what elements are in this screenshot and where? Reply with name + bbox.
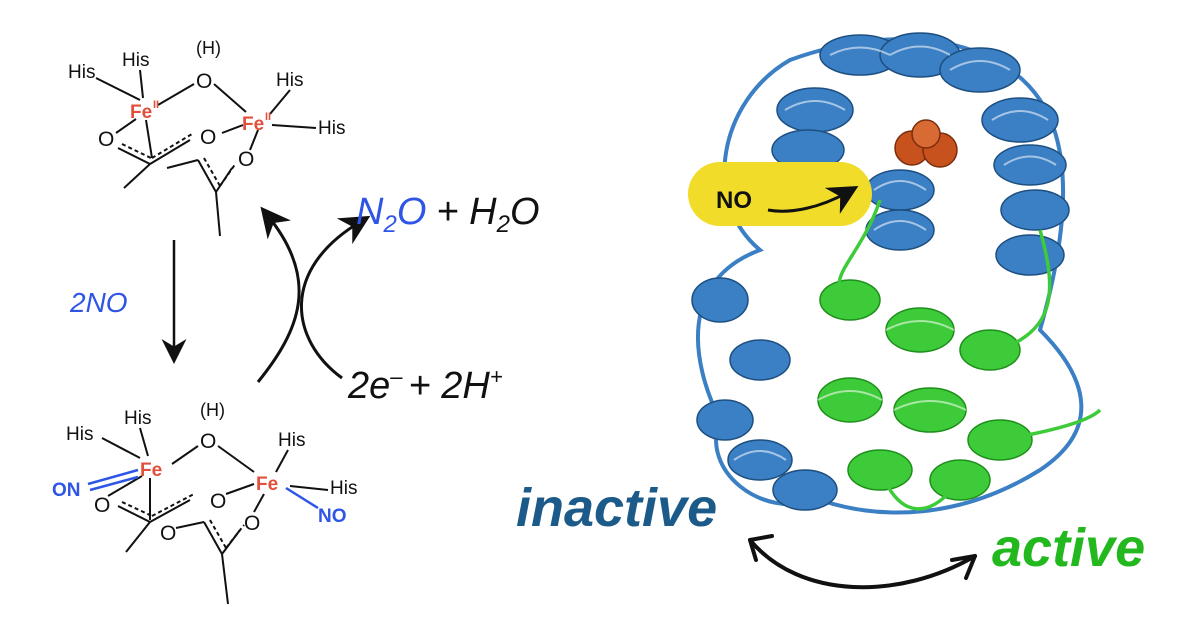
- double-arrow-icon: [748, 534, 977, 590]
- return-arrow-icon: [256, 206, 301, 383]
- iron-center-icon: [894, 119, 958, 168]
- hydrogen-label: (H): [200, 400, 225, 420]
- his-label: His: [276, 70, 303, 91]
- carboxylate-oxygen: O: [210, 490, 226, 513]
- iron-2-oxidation: II: [265, 111, 271, 123]
- iron-1-label: Fe: [140, 460, 162, 481]
- carboxylate-oxygen: O: [238, 148, 254, 171]
- nitrosyl-right-label: NO: [318, 506, 347, 527]
- iron-2-label: Fe: [256, 474, 278, 495]
- iron-2-label: Fe: [242, 114, 264, 135]
- his-label: His: [330, 478, 357, 499]
- product-arrow-icon: [300, 215, 371, 380]
- top-diiron-complex: His His His His (H) O Fe II Fe II O O O: [68, 38, 345, 237]
- reagent-label: 2NO: [69, 287, 128, 318]
- carboxylate-oxygen: O: [200, 126, 216, 149]
- carboxylate-oxygen: O: [98, 128, 114, 151]
- carboxylate-oxygen: O: [94, 494, 110, 517]
- nitrosyl-left-label: ON: [52, 480, 81, 501]
- bridging-oxygen: O: [200, 430, 216, 453]
- curved-arrow-icon: [767, 186, 859, 214]
- his-label: His: [278, 430, 305, 451]
- his-label: His: [122, 50, 149, 71]
- his-label: His: [124, 408, 151, 429]
- carboxylate-oxygen: O: [160, 522, 176, 545]
- bottom-diiron-complex: His His His His (H) O Fe Fe ON NO O O O …: [52, 400, 357, 605]
- bridging-oxygen: O: [196, 70, 212, 93]
- his-label: His: [68, 62, 95, 83]
- products-label: N2O+ H2O: [356, 191, 540, 238]
- his-label: His: [318, 118, 345, 139]
- electrons-protons-label: 2e–+ 2H+: [347, 364, 503, 407]
- iron-1-label: Fe: [130, 102, 152, 123]
- carboxylate-oxygen: O: [244, 512, 260, 535]
- protein-ribbon-icon: [691, 32, 1102, 515]
- active-label: active: [992, 518, 1145, 578]
- inactive-label: inactive: [516, 478, 717, 538]
- protein-no-label: NO: [716, 187, 752, 214]
- iron-1-oxidation: II: [153, 99, 159, 111]
- his-label: His: [66, 424, 93, 445]
- hydrogen-label: (H): [196, 38, 221, 58]
